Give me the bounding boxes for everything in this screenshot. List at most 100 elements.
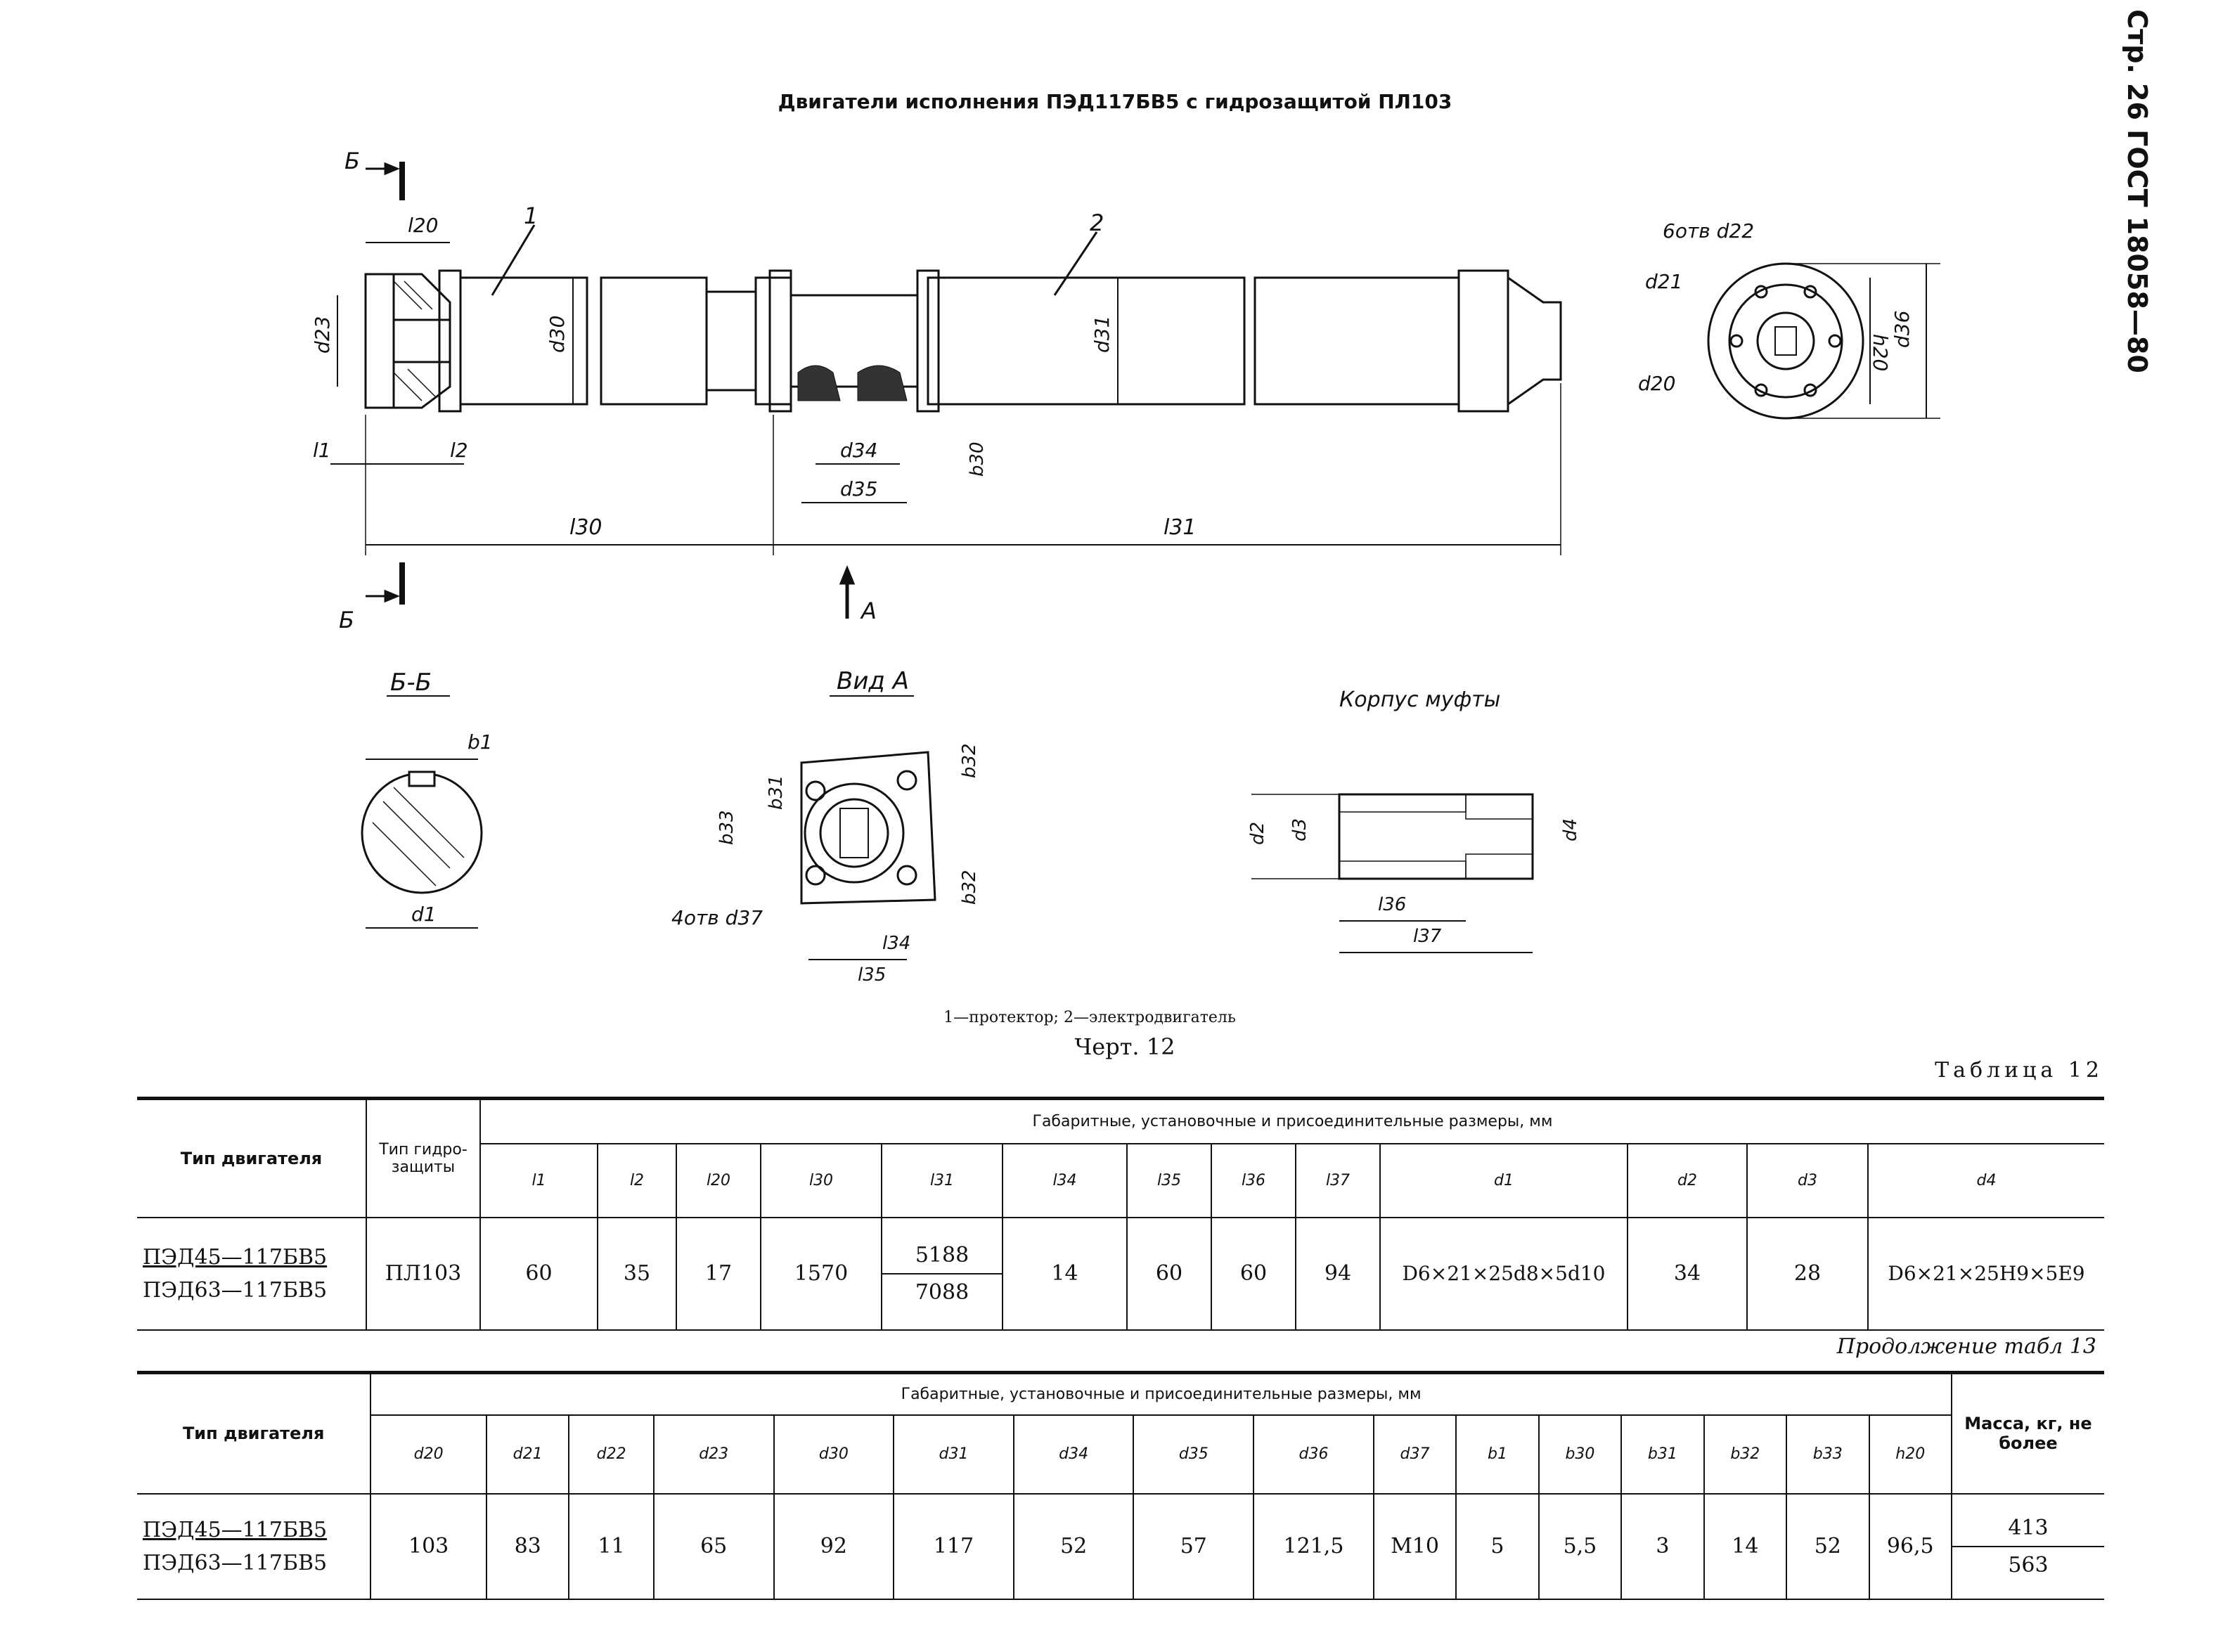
label-b32-top: b32 — [959, 743, 980, 778]
dimensions-group-header-2: Габаритные, установочные и присоединител… — [370, 1371, 1952, 1416]
label-d21: d21 — [1645, 270, 1682, 293]
col-l36: l36 — [1211, 1142, 1296, 1218]
col-protection-header: Тип гидро-защиты — [366, 1097, 481, 1218]
col-l31: l31 — [881, 1142, 1003, 1218]
figure-caption: 1—протектор; 2—электродвигатель — [943, 1009, 1236, 1026]
cell-l20: 17 — [676, 1216, 761, 1331]
col-h20: h20 — [1868, 1414, 1952, 1495]
engine-name-2: ПЭД63—117БВ5 — [143, 1277, 328, 1303]
label-b1: b1 — [468, 730, 493, 754]
cell-l1: 60 — [479, 1216, 598, 1331]
col-d35: d35 — [1133, 1414, 1255, 1495]
col-b32: b32 — [1703, 1414, 1788, 1495]
cell-b1: 5 — [1455, 1492, 1540, 1600]
dim-l30: l30 — [569, 515, 602, 540]
engine-name-1: ПЭД45—117БВ5 — [143, 1517, 328, 1542]
label-l35: l35 — [858, 964, 886, 986]
cell-d1: D6×21×25d8×5d10 — [1379, 1216, 1628, 1331]
label-d2: d2 — [1247, 822, 1268, 845]
cell-b30: 5,5 — [1538, 1492, 1623, 1600]
label-h20: h20 — [1869, 334, 1892, 371]
col-d1: d1 — [1379, 1142, 1628, 1218]
engine-name-1: ПЭД45—117БВ5 — [143, 1244, 328, 1270]
item-2-label: 2 — [1090, 209, 1104, 236]
label-holes-d37: 4отв d37 — [671, 906, 763, 929]
dimensions-group-header: Габаритные, установочные и присоединител… — [479, 1097, 2104, 1144]
protection-cell: ПЛ103 — [366, 1216, 481, 1331]
cell-d22: 11 — [568, 1492, 655, 1600]
cell-d23: 65 — [652, 1492, 775, 1600]
dim-d35: d35 — [840, 477, 877, 501]
engine-cell: ПЭД45—117БВ5 ПЭД63—117БВ5 — [137, 1216, 367, 1331]
cell-d21: 83 — [485, 1492, 570, 1600]
col-d34: d34 — [1012, 1414, 1135, 1495]
col-d2: d2 — [1627, 1142, 1748, 1218]
dim-d30: d30 — [546, 316, 569, 353]
col-d37: d37 — [1372, 1414, 1457, 1495]
col-d30: d30 — [773, 1414, 895, 1495]
col-l37: l37 — [1295, 1142, 1381, 1218]
table-12-name: Таблица 12 — [1935, 1058, 2103, 1083]
table-row: ПЭД45—117БВ5 ПЭД63—117БВ5 103 83 11 65 9… — [137, 1492, 2104, 1600]
dim-d23: d23 — [311, 316, 334, 354]
cell-d31: 117 — [893, 1492, 1014, 1600]
label-d3: d3 — [1289, 818, 1310, 841]
col-l1: l1 — [479, 1142, 598, 1218]
section-bb-title: Б-Б — [390, 669, 432, 697]
label-b32-bottom: b32 — [959, 870, 980, 905]
cell-l37: 94 — [1295, 1216, 1381, 1331]
table-13-continuation: Тип двигателя Габаритные, установочные и… — [137, 1371, 2104, 1600]
label-b33: b33 — [716, 810, 737, 845]
cell-l31-bottom: 7088 — [915, 1279, 969, 1305]
cell-d30: 92 — [773, 1492, 895, 1600]
label-l37: l37 — [1413, 926, 1442, 947]
page-title: Двигатели исполнения ПЭД117БВ5 с гидроза… — [778, 90, 1452, 113]
engine-name-2: ПЭД63—117БВ5 — [143, 1550, 328, 1575]
col-d20: d20 — [370, 1414, 487, 1495]
col-b33: b33 — [1786, 1414, 1870, 1495]
view-mark-a: А — [860, 598, 877, 624]
view-a: Вид А b32 b31 b33 b32 4отв d37 l34 l35 — [671, 667, 980, 986]
cell-mass: 413 563 — [1950, 1492, 2104, 1600]
coupling-housing: Корпус муфты d2 d3 d4 l36 l37 — [1247, 688, 1581, 953]
col-l34: l34 — [1002, 1142, 1128, 1218]
coupling-title: Корпус муфты — [1339, 688, 1500, 712]
cell-d3: 28 — [1746, 1216, 1869, 1331]
label-holes-d22: 6отв d22 — [1663, 219, 1754, 243]
cell-d36: 121,5 — [1253, 1492, 1374, 1600]
cell-b32: 14 — [1703, 1492, 1788, 1600]
dim-l2: l2 — [450, 439, 468, 462]
col-d4: d4 — [1867, 1142, 2104, 1218]
cell-l31-top: 5188 — [882, 1237, 1002, 1275]
col-l2: l2 — [597, 1142, 677, 1218]
item-1-label: 1 — [524, 202, 538, 229]
cell-l35: 60 — [1126, 1216, 1212, 1331]
cell-d35: 57 — [1133, 1492, 1255, 1600]
section-mark-b-top: Б — [344, 148, 360, 174]
end-view: 6отв d22 d21 d20 h20 d36 — [1638, 219, 1940, 420]
main-assembly: Б Б 1 2 l20 d23 — [311, 148, 1562, 633]
col-b31: b31 — [1620, 1414, 1705, 1495]
dim-l20: l20 — [408, 214, 438, 237]
col-d3: d3 — [1746, 1142, 1869, 1218]
section-mark-b-bottom: Б — [339, 607, 354, 633]
cell-h20: 96,5 — [1868, 1492, 1952, 1600]
label-d4: d4 — [1560, 818, 1581, 841]
col-mass-header: Масса, кг, не более — [1950, 1371, 2104, 1495]
technical-drawing: Б Б 1 2 l20 d23 — [311, 148, 1940, 986]
label-l34: l34 — [882, 933, 910, 954]
dim-l1: l1 — [313, 439, 331, 462]
table-12: Тип двигателя Тип гидро-защиты Габаритны… — [137, 1097, 2104, 1331]
cell-l36: 60 — [1211, 1216, 1296, 1331]
col-d36: d36 — [1253, 1414, 1374, 1495]
cell-l31: 5188 7088 — [881, 1216, 1003, 1331]
cell-d20: 103 — [370, 1492, 487, 1600]
col-engine-header-2: Тип двигателя — [137, 1371, 372, 1495]
cell-b31: 3 — [1620, 1492, 1705, 1600]
col-l20: l20 — [676, 1142, 761, 1218]
col-engine-header: Тип двигателя — [137, 1097, 367, 1218]
cell-d34: 52 — [1012, 1492, 1135, 1600]
col-d21: d21 — [485, 1414, 570, 1495]
section-bb: Б-Б b1 d1 — [361, 669, 493, 929]
label-d36: d36 — [1890, 311, 1914, 348]
